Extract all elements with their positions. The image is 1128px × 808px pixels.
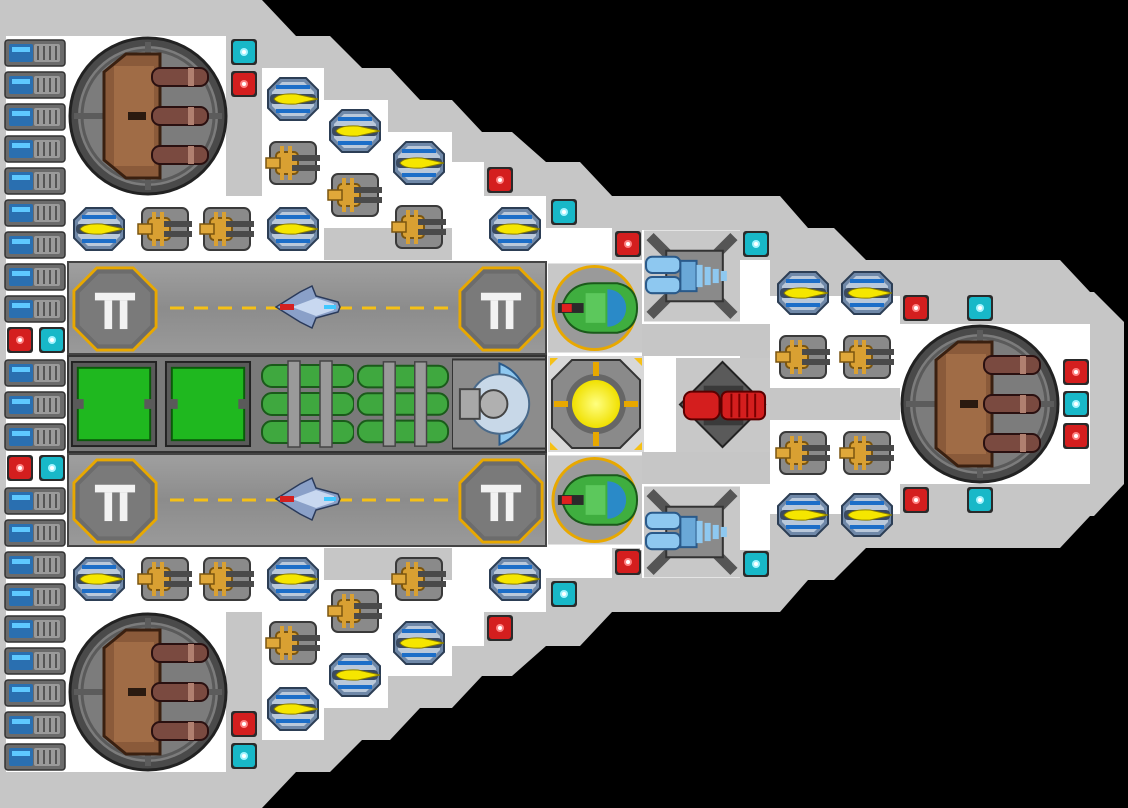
red-power-node-icon[interactable] [231,711,257,737]
red-power-node-icon[interactable] [1063,359,1089,385]
autocannon-icon[interactable] [391,557,447,601]
cyan-power-node-icon[interactable] [551,581,577,607]
hull-channel [770,388,900,420]
cyan-power-node-icon[interactable] [743,551,769,577]
autocannon-icon[interactable] [137,557,193,601]
autocannon-icon[interactable] [199,557,255,601]
battery-cell-icon[interactable] [4,71,66,99]
battery-cell-icon[interactable] [4,167,66,195]
battery-cell-icon[interactable] [4,103,66,131]
hull-channel [642,324,740,356]
cyan-power-node-icon[interactable] [231,743,257,769]
battery-cell-icon[interactable] [4,263,66,291]
red-power-node-icon[interactable] [615,549,641,575]
autocannon-icon[interactable] [839,431,895,475]
missile-launcher-icon[interactable] [329,109,381,153]
cyan-power-node-icon[interactable] [743,231,769,257]
missile-launcher-icon[interactable] [393,621,445,665]
fuel-tank-icon[interactable] [354,358,452,450]
autocannon-icon[interactable] [265,621,321,665]
radar-dish-icon[interactable] [452,358,546,450]
battery-cell-icon[interactable] [4,743,66,771]
heavy-triple-cannon-turret-icon[interactable] [70,614,226,770]
missile-launcher-icon[interactable] [267,207,319,251]
red-thruster-icon[interactable] [676,358,770,452]
battery-cell-icon[interactable] [4,647,66,675]
green-cargo-bay-icon[interactable] [70,360,158,448]
battery-cell-icon[interactable] [4,295,66,323]
autocannon-icon[interactable] [137,207,193,251]
cyan-power-node-icon[interactable] [967,295,993,321]
coolant-pump-icon[interactable] [644,487,740,578]
fuel-tank-icon[interactable] [258,358,358,450]
green-cargo-bay-icon[interactable] [164,360,252,448]
red-power-node-icon[interactable] [487,615,513,641]
missile-launcher-icon[interactable] [73,207,125,251]
missile-launcher-icon[interactable] [841,493,893,537]
heavy-triple-cannon-turret-icon[interactable] [70,38,226,194]
hangar-launch-pad-icon[interactable] [72,458,158,544]
missile-launcher-icon[interactable] [267,77,319,121]
battery-cell-icon[interactable] [4,615,66,643]
red-power-node-icon[interactable] [1063,423,1089,449]
missile-launcher-icon[interactable] [393,141,445,185]
reactor-core-icon[interactable] [548,356,644,452]
heavy-triple-cannon-turret-icon[interactable] [902,326,1058,482]
hangar-launch-pad-icon[interactable] [458,458,544,544]
autocannon-icon[interactable] [775,335,831,379]
missile-launcher-icon[interactable] [489,207,541,251]
missile-launcher-icon[interactable] [841,271,893,315]
autocannon-icon[interactable] [199,207,255,251]
battery-cell-icon[interactable] [4,359,66,387]
red-power-node-icon[interactable] [903,295,929,321]
hull-channel [642,452,740,484]
green-plasma-cannon-icon[interactable] [548,454,642,546]
red-power-node-icon[interactable] [487,167,513,193]
cyan-power-node-icon[interactable] [39,455,65,481]
battery-cell-icon[interactable] [4,583,66,611]
cyan-power-node-icon[interactable] [39,327,65,353]
missile-launcher-icon[interactable] [329,653,381,697]
autocannon-icon[interactable] [839,335,895,379]
cyan-power-node-icon[interactable] [967,487,993,513]
coolant-pump-icon[interactable] [644,231,740,322]
red-power-node-icon[interactable] [231,71,257,97]
missile-launcher-icon[interactable] [777,493,829,537]
autocannon-icon[interactable] [391,205,447,249]
battery-cell-icon[interactable] [4,135,66,163]
red-power-node-icon[interactable] [7,327,33,353]
hangar-launch-pad-icon[interactable] [72,266,158,352]
battery-cell-icon[interactable] [4,551,66,579]
cyan-power-node-icon[interactable] [231,39,257,65]
cyan-power-node-icon[interactable] [1063,391,1089,417]
autocannon-icon[interactable] [265,141,321,185]
battery-cell-icon[interactable] [4,199,66,227]
cyan-power-node-icon[interactable] [551,199,577,225]
missile-launcher-icon[interactable] [267,687,319,731]
missile-launcher-icon[interactable] [489,557,541,601]
autocannon-icon[interactable] [327,589,383,633]
red-power-node-icon[interactable] [7,455,33,481]
battery-cell-icon[interactable] [4,679,66,707]
battery-cell-icon[interactable] [4,39,66,67]
battery-cell-icon[interactable] [4,423,66,451]
battery-cell-icon[interactable] [4,391,66,419]
red-power-node-icon[interactable] [903,487,929,513]
red-power-node-icon[interactable] [615,231,641,257]
missile-launcher-icon[interactable] [777,271,829,315]
hangar-launch-pad-icon[interactable] [458,266,544,352]
missile-launcher-icon[interactable] [73,557,125,601]
missile-launcher-icon[interactable] [267,557,319,601]
battery-cell-icon[interactable] [4,711,66,739]
battery-cell-icon[interactable] [4,231,66,259]
autocannon-icon[interactable] [775,431,831,475]
battery-cell-icon[interactable] [4,519,66,547]
autocannon-icon[interactable] [327,173,383,217]
green-plasma-cannon-icon[interactable] [548,262,642,354]
battery-cell-icon[interactable] [4,487,66,515]
